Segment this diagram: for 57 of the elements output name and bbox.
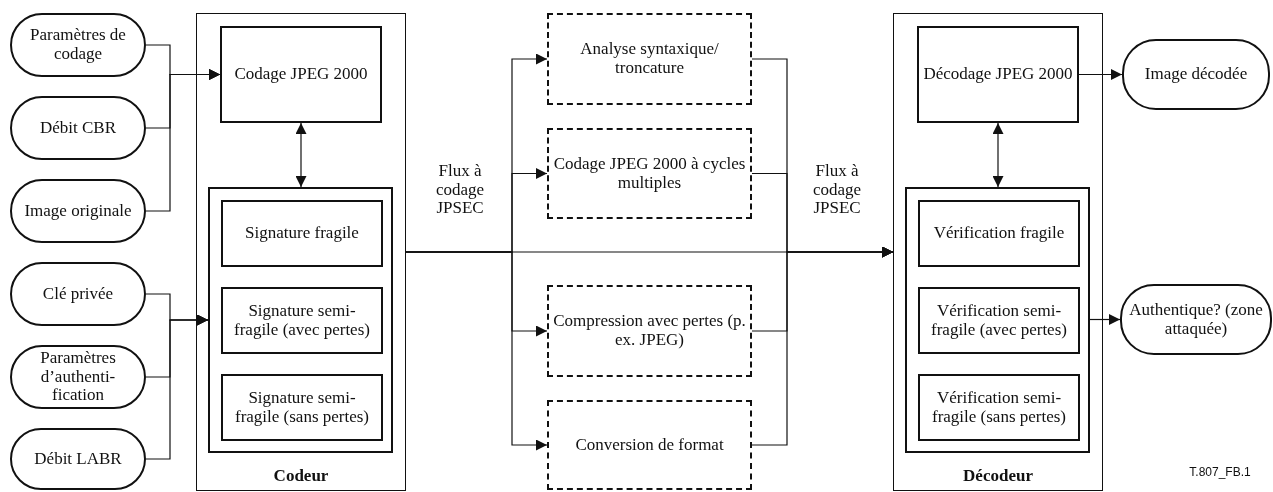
flow-label: Flux à codage JPSEC [811, 162, 863, 219]
optional-process-box [547, 285, 752, 377]
node-label: Décodage JPEG 2000 [922, 65, 1074, 84]
connector-arrow [751, 246, 894, 446]
connector-arrow [1089, 314, 1121, 325]
node-label: Clé privée [41, 284, 115, 304]
input-terminal [10, 13, 146, 77]
optional-process-box [547, 400, 752, 490]
process-box [221, 287, 383, 354]
process-box [918, 200, 1080, 267]
decoder-panel [893, 13, 1103, 491]
node-label: Vérification semi-fragile (sans pertes) [930, 388, 1068, 427]
node-label: Analyse syntaxique/ troncature [579, 40, 720, 78]
node-label: Vérification semi-fragile (avec pertes) [930, 301, 1068, 340]
input-terminal [10, 96, 146, 160]
encoder-panel [196, 13, 406, 491]
process-box [918, 374, 1080, 441]
node-label: Signature semi-fragile (avec pertes) [233, 301, 371, 340]
node-label: Signature fragile [244, 224, 360, 243]
panel-title: Décodeur [962, 467, 1034, 486]
node-label: Compression avec pertes (p. ex. JPEG) [552, 312, 747, 350]
input-terminal [10, 179, 146, 243]
connector-arrow [295, 122, 307, 188]
node-label: Image originale [23, 201, 133, 221]
connector-arrow [405, 251, 548, 451]
node-label: Vérification fragile [932, 224, 1066, 243]
process-box [918, 287, 1080, 354]
node-label: Débit CBR [38, 118, 117, 138]
process-box [221, 374, 383, 441]
connector-arrow [992, 122, 1004, 188]
flow-label: Flux à codage JPSEC [434, 162, 486, 219]
input-terminal [10, 428, 146, 490]
connector-arrow [145, 314, 209, 460]
process-box [220, 26, 382, 123]
input-terminal [10, 262, 146, 326]
input-terminal [10, 345, 146, 409]
node-label: Conversion de format [574, 435, 725, 455]
optional-process-box [547, 13, 752, 105]
process-box [917, 26, 1079, 123]
node-label: Codage JPEG 2000 à cycles multiples [552, 154, 747, 193]
output-terminal [1122, 39, 1270, 110]
node-label: Authentique? (zone attaquée) [1128, 300, 1264, 339]
connector-arrow [145, 69, 221, 212]
process-box [221, 200, 383, 267]
panel-title: Codeur [272, 467, 330, 486]
node-label: Codage JPEG 2000 [233, 65, 369, 84]
connector-arrow [1078, 69, 1123, 80]
optional-process-box [547, 128, 752, 219]
node-label: Débit LABR [33, 449, 123, 469]
node-label: Paramètres d’authenti-fication [39, 348, 117, 406]
node-label: Image décodée [1143, 65, 1249, 84]
verification-group-box [905, 187, 1090, 453]
signature-group-box [208, 187, 393, 453]
node-label: Paramètres de codage [29, 26, 127, 64]
figure-id: T.807_FB.1 [1188, 466, 1252, 480]
output-terminal [1120, 284, 1272, 355]
node-label: Signature semi-fragile (sans pertes) [233, 388, 371, 427]
